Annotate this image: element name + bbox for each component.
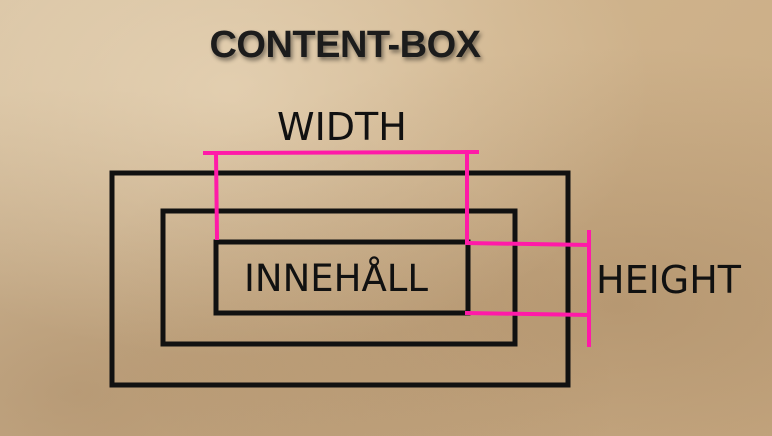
height-measure	[464, 230, 591, 347]
width-measure-left-tick	[213, 150, 220, 241]
width-measure	[202, 149, 480, 245]
width-label: WIDTH	[277, 105, 407, 149]
width-measure-top-line	[202, 149, 480, 156]
margin-box	[109, 170, 571, 388]
content-box	[213, 239, 471, 316]
diagram-title: CONTENT-BOX	[209, 24, 481, 66]
content-label: INNEHÅLL	[244, 257, 429, 300]
height-label: HEIGHT	[596, 258, 742, 302]
height-measure-top-line	[464, 240, 591, 248]
padding-box	[160, 208, 518, 347]
height-measure-bottom-line	[464, 310, 591, 318]
